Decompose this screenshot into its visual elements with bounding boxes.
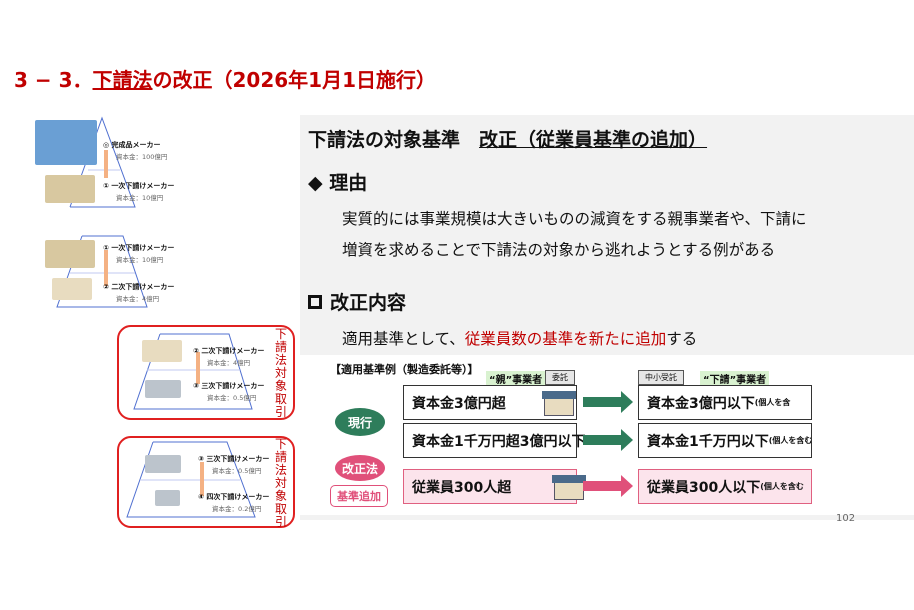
company-label: ② 二次下請けメーカー — [103, 283, 175, 291]
sme-tag: 中小受託 — [638, 370, 684, 385]
slide-title: 3 − 3．下請法の改正（2026年1月1日施行） — [14, 68, 437, 92]
warehouse-icon — [145, 380, 181, 398]
criteria-added-callout: 基準追加 — [330, 485, 388, 507]
criteria-box: 資本金1千万円以下(個人を含む。) — [638, 423, 812, 458]
content-heading: 改正内容 — [308, 288, 406, 315]
arrow-right-icon — [583, 475, 633, 497]
content-text: 適用基準として、従業員数の基準を新たに追加する — [342, 330, 698, 348]
arrow-right-icon — [583, 391, 633, 413]
double-arrow-icon — [196, 352, 200, 384]
subcontract-target-label: 下請法対象取引 — [274, 327, 287, 419]
capital-label: 資本金：100億円 — [116, 153, 168, 161]
reason-heading: ◆ 理由 — [308, 172, 368, 194]
example-title: 【適用基準例（製造委託等）】 — [330, 363, 479, 376]
revised-badge: 改正法 — [335, 455, 385, 481]
square-bullet-icon — [308, 294, 322, 309]
factory-icon — [45, 240, 95, 268]
capital-label: 資本金：10億円 — [116, 194, 164, 202]
subcontract-target-box — [117, 436, 295, 528]
arrow-right-icon — [583, 429, 633, 451]
criteria-box-new: 従業員300人超 — [403, 469, 586, 504]
pyramid-outline — [126, 441, 256, 518]
capital-label: 資本金：0.2億円 — [212, 505, 262, 513]
parent-label: “親”事業者 — [486, 371, 546, 386]
reason-text: 実質的には事業規模は大きいものの減資をする親事業者や、下請に — [342, 210, 807, 228]
company-label: ◎ 完成品メーカー — [103, 141, 161, 149]
criteria-box: 資本金1千万円超3億円以下 — [403, 423, 585, 458]
double-arrow-icon — [200, 462, 204, 496]
company-label: ③ 三次下請けメーカー — [198, 455, 270, 463]
factory-icon — [45, 175, 95, 203]
criteria-example: 【適用基準例（製造委託等）】 “親”事業者 委託 中小受託 “下請”事業者 資本… — [300, 355, 914, 515]
consign-tag: 委託 — [545, 370, 575, 385]
building-icon — [35, 120, 97, 165]
house-icon — [552, 475, 586, 500]
subcontract-target-label: 下請法対象取引 — [274, 437, 287, 529]
page-number: 102 — [836, 513, 856, 524]
criteria-box: 資本金3億円超 — [403, 385, 577, 420]
company-label: ④ 四次下請けメーカー — [198, 493, 270, 501]
criteria-box: 資本金3億円以下(個人を含 — [638, 385, 812, 420]
company-label: ② 二次下請けメーカー — [193, 347, 265, 355]
subcontractor-label: “下請”事業者 — [700, 371, 770, 386]
warehouse-icon — [142, 340, 182, 362]
company-label: ③ 三次下請けメーカー — [193, 382, 265, 390]
double-arrow-icon — [104, 250, 108, 286]
company-label: ① 一次下請けメーカー — [103, 182, 175, 190]
warehouse-icon — [52, 278, 92, 300]
capital-label: 資本金：4億円 — [207, 359, 251, 367]
company-label: ① 一次下請けメーカー — [103, 244, 175, 252]
pyramid-outline — [133, 333, 253, 410]
warehouse-icon — [145, 455, 181, 473]
warehouse-icon — [155, 490, 180, 506]
capital-label: 資本金：0.5億円 — [212, 467, 262, 475]
capital-label: 資本金：0.5億円 — [207, 394, 257, 402]
capital-label: 資本金：4億円 — [116, 295, 160, 303]
capital-label: 資本金：10億円 — [116, 256, 164, 264]
criteria-box-new: 従業員300人以下(個人を含む — [638, 469, 812, 504]
current-badge: 現行 — [335, 408, 385, 436]
panel-heading: 下請法の対象基準 改正（従業員基準の追加） — [308, 129, 708, 151]
double-arrow-icon — [104, 150, 108, 178]
reason-text: 増資を求めることで下請法の対象から逃れようとする例がある — [342, 241, 776, 259]
house-icon — [542, 391, 576, 416]
subcontract-target-box — [117, 325, 295, 420]
